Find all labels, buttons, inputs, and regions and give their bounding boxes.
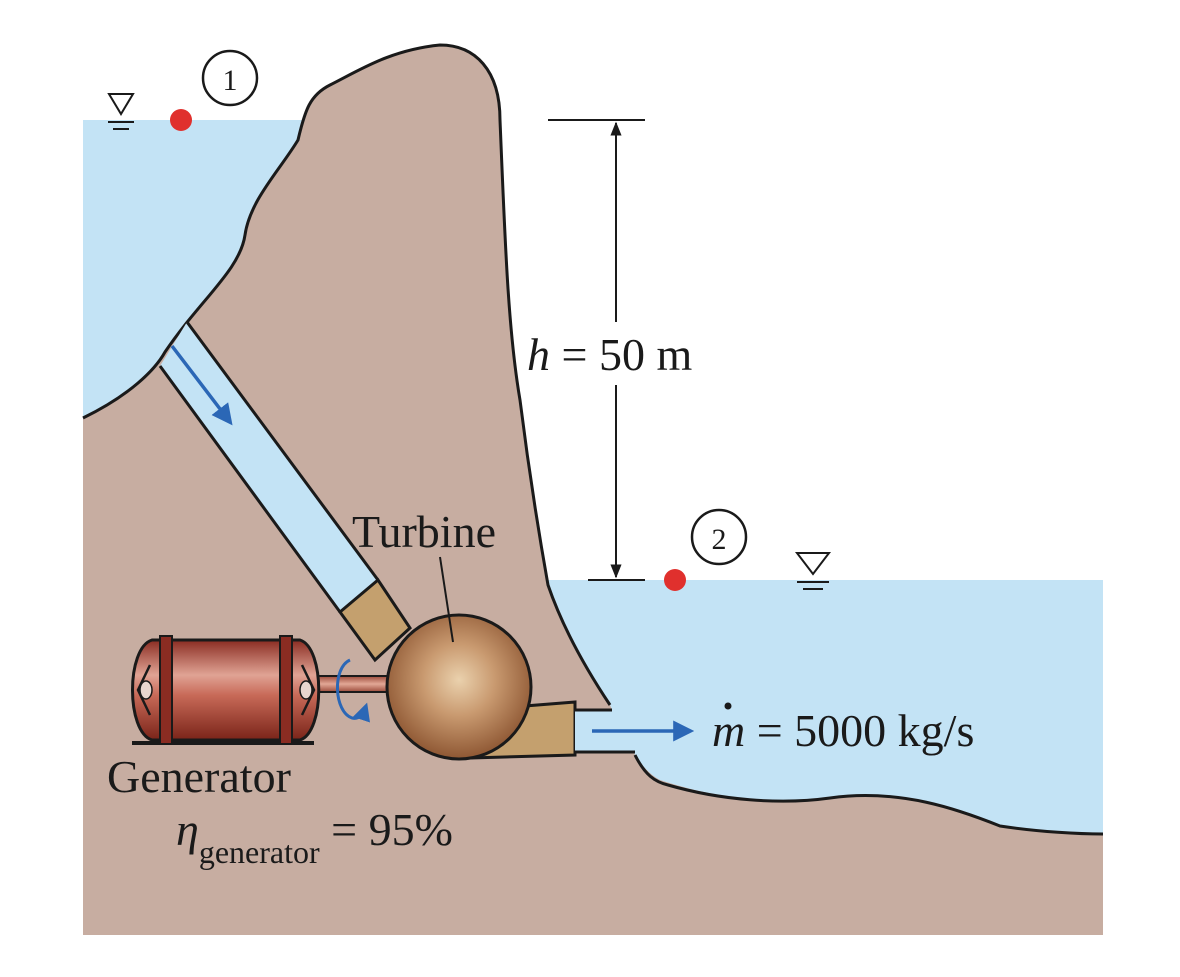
- turbine-label: Turbine: [352, 506, 496, 557]
- penstock-flow-arrow: [170, 344, 233, 426]
- turbine: [385, 613, 533, 761]
- rock-mass: [83, 45, 1103, 935]
- inlet-fitting: [337, 577, 412, 663]
- penstock-wall-bottom: [158, 365, 342, 613]
- rotation-arrow-icon: [336, 658, 370, 723]
- generator-band-right: [279, 635, 293, 745]
- efficiency-label: ηgenerator = 95%: [176, 804, 453, 870]
- generator-base: [132, 741, 314, 745]
- head-label: h = 50 m: [527, 329, 692, 380]
- shaft: [311, 675, 393, 693]
- state-point-2-marker: [664, 569, 686, 591]
- mdot-symbol: m: [712, 705, 745, 756]
- mass-flow-label: m = 5000 kg/s: [712, 705, 974, 756]
- state-point-2-circle: [690, 508, 748, 566]
- lower-bed-outline: [633, 754, 1104, 836]
- state-point-1-marker: [170, 109, 192, 131]
- state-point-1-circle: [201, 49, 259, 107]
- state-point-1-label: 1: [223, 64, 238, 97]
- generator-end-cap-right: [300, 664, 316, 716]
- generator-band-left: [159, 635, 173, 745]
- penstock-wall-top: [185, 321, 380, 581]
- generator-end-cap-left: [136, 664, 152, 716]
- generator-label: Generator: [107, 751, 291, 802]
- generator-body: [131, 638, 321, 742]
- state-point-2-label: 2: [712, 523, 727, 556]
- penstock: [160, 322, 378, 612]
- rock-outline: [82, 43, 612, 706]
- generator: [131, 635, 321, 745]
- eta-symbol: η: [176, 804, 199, 855]
- mdot-value: = 5000 kg/s: [745, 705, 974, 756]
- head-value: = 50 m: [550, 329, 692, 380]
- head-symbol: h: [527, 329, 550, 380]
- eta-subscript: generator: [199, 834, 320, 870]
- water-surface-triangle-icon: [107, 93, 135, 130]
- water-surface-triangle-icon: [794, 552, 832, 590]
- turbine-leader-line: [439, 556, 454, 643]
- mdot-dot: [724, 702, 732, 710]
- generator-vent-left: [139, 680, 153, 700]
- eta-value: = 95%: [320, 804, 453, 855]
- generator-vent-right: [299, 680, 313, 700]
